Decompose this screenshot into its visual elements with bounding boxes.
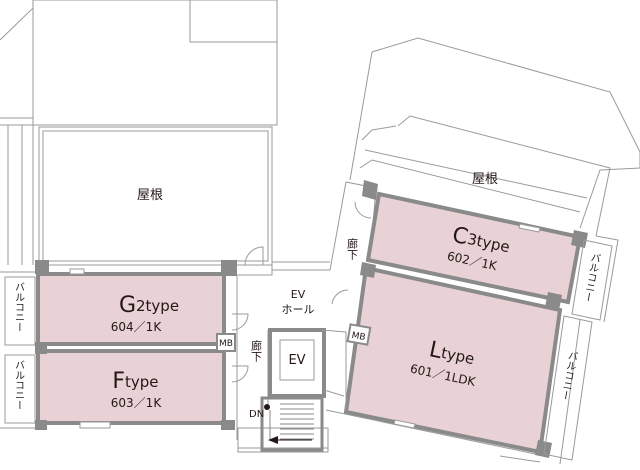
right-windows bbox=[393, 223, 541, 429]
corridor-left-label: 廊下 bbox=[250, 339, 263, 363]
left-balcony-frames bbox=[0, 271, 38, 429]
right-roof-label: 屋根 bbox=[472, 172, 498, 187]
balcony-right-top-label: バルコニー bbox=[581, 251, 602, 303]
ev-hall-label-line2: ホール bbox=[282, 303, 315, 316]
right-wall-posts bbox=[360, 180, 588, 458]
unit-g2-number-plan: 604／1K bbox=[111, 320, 163, 334]
corridor-right-label: 廊下 bbox=[346, 237, 359, 261]
unit-f-number-plan: 603／1K bbox=[111, 396, 163, 410]
elevator-label: EV bbox=[288, 353, 305, 368]
stair-dn-marker bbox=[264, 404, 270, 410]
meter-box-right bbox=[346, 323, 372, 346]
elevator-shaft bbox=[268, 328, 326, 398]
unit-f-type-rest: type bbox=[125, 373, 159, 391]
staircase bbox=[260, 396, 324, 452]
unit-g2-type-letter: G bbox=[119, 293, 136, 318]
left-roof-label: 屋根 bbox=[137, 188, 163, 203]
unit-g2-area bbox=[36, 272, 226, 346]
meter-box-left-label: MB bbox=[219, 339, 233, 349]
ev-hall-label-line1: EV bbox=[291, 288, 306, 301]
unit-c3-area bbox=[365, 191, 583, 305]
balcony-left-bottom-label: バルコニー bbox=[13, 360, 25, 410]
stair-dn-label: DN bbox=[249, 409, 264, 420]
meter-box-left bbox=[216, 333, 236, 352]
ev-hall-outline bbox=[235, 246, 330, 276]
meter-box-right-label: MB bbox=[351, 331, 366, 343]
left-wall-posts bbox=[35, 260, 237, 430]
balcony-right-bottom-label: バルコニー bbox=[558, 349, 579, 401]
left-roof-outline bbox=[0, 0, 278, 266]
unit-g2-type-rest: 2type bbox=[136, 297, 179, 315]
unit-c3-type-letter: C bbox=[450, 223, 470, 251]
stair-arrow-icon bbox=[268, 436, 278, 444]
unit-f-type-letter: F bbox=[112, 369, 125, 394]
right-lower-walls bbox=[321, 329, 541, 463]
left-windows bbox=[69, 268, 111, 429]
right-balcony-frames bbox=[543, 235, 619, 465]
unit-f-area bbox=[36, 349, 226, 425]
balcony-left-top-label: バルコニー bbox=[13, 282, 25, 332]
right-roof-outline bbox=[349, 37, 640, 237]
